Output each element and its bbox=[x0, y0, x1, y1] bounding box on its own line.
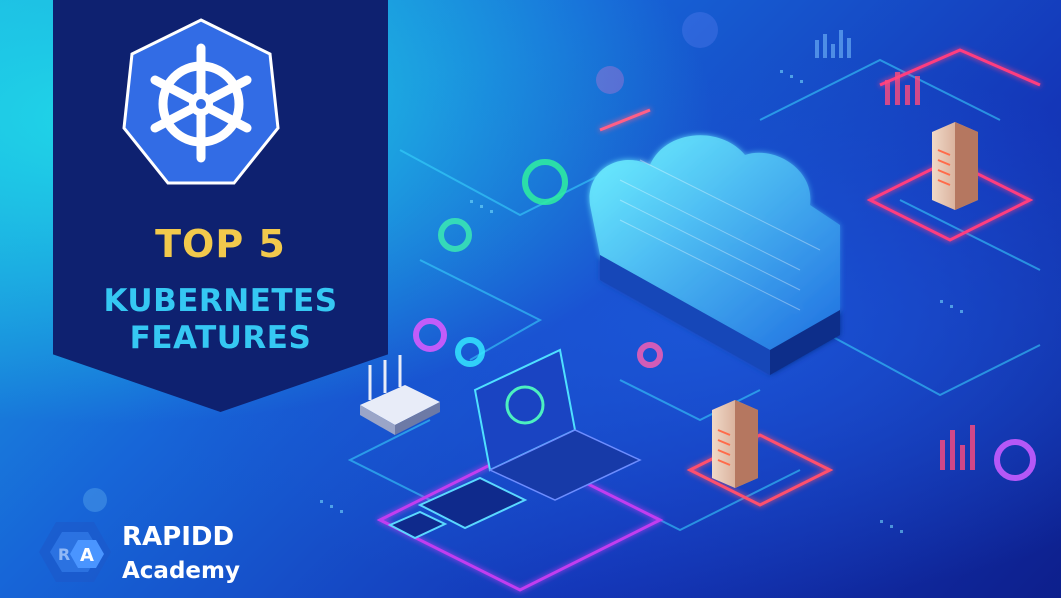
server-tower-icon bbox=[932, 122, 978, 210]
bar-charts-blue bbox=[815, 30, 851, 58]
bar-charts bbox=[885, 72, 975, 470]
gauge-rings bbox=[413, 159, 1036, 481]
svg-text:A: A bbox=[80, 545, 94, 566]
svg-text:R: R bbox=[58, 545, 70, 564]
tablet-icon bbox=[417, 476, 528, 530]
brand-subtitle: Academy bbox=[122, 558, 240, 584]
banner-title: TOP 5 bbox=[155, 222, 286, 266]
laptop-shield-icon bbox=[473, 348, 642, 501]
router-icon bbox=[360, 355, 440, 435]
phone-icon bbox=[387, 510, 448, 540]
brand-name: RAPIDD bbox=[122, 522, 235, 552]
dot-grid bbox=[320, 70, 963, 533]
banner-subtitle-line2: FEATURES bbox=[129, 320, 312, 356]
glow-dots bbox=[83, 12, 718, 512]
rapidd-hexagon-logo-icon: A R bbox=[39, 522, 111, 582]
neon-frames bbox=[376, 48, 1041, 592]
server-tower-icon bbox=[712, 400, 758, 488]
cloud-server-icon bbox=[589, 135, 840, 375]
circuit-lines bbox=[347, 58, 1041, 532]
kubernetes-helm-wheel-icon bbox=[122, 18, 280, 185]
banner-subtitle-line1: KUBERNETES bbox=[103, 283, 338, 319]
